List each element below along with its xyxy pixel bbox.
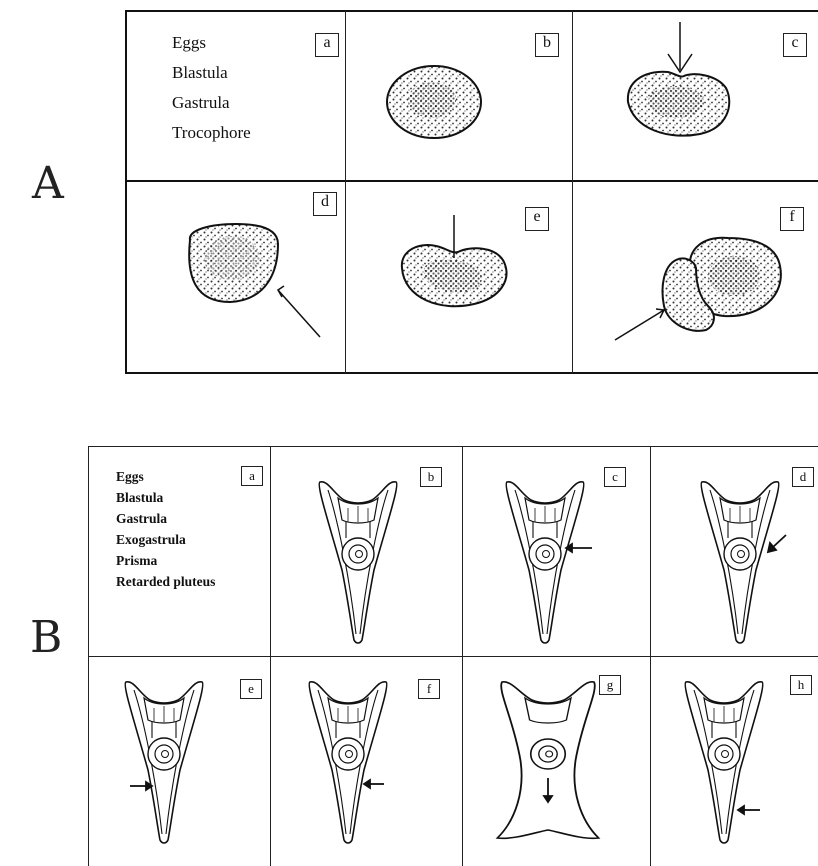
pluteus-b: [319, 482, 397, 643]
pluteus-h: [685, 682, 763, 843]
pluteus-g: [497, 682, 598, 839]
pluteus-c: [506, 482, 584, 643]
pluteus-f: [309, 682, 387, 843]
pluteus-d: [701, 482, 779, 643]
arrow-d: [772, 535, 786, 548]
pluteus-e: [125, 682, 203, 843]
